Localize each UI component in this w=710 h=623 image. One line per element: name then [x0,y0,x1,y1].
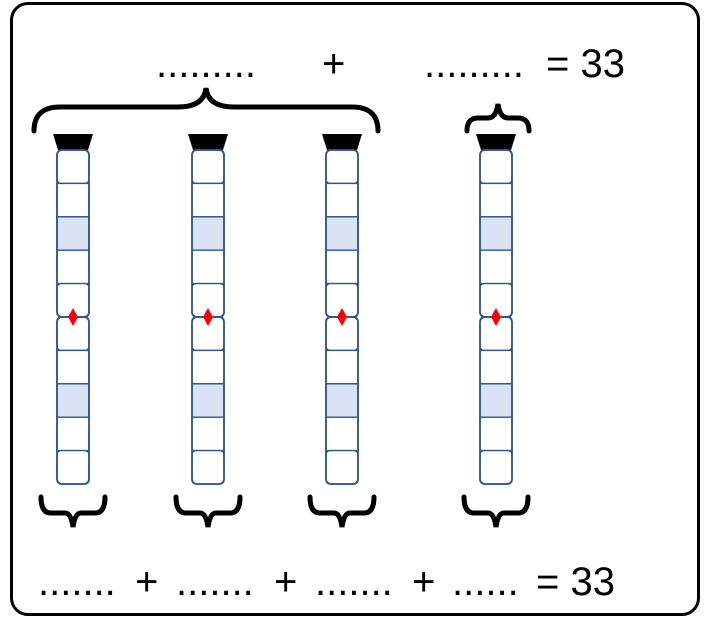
rod-cap [476,134,516,150]
rod-segment [479,249,513,285]
rod-2 [188,134,228,485]
bottom-blank-2: ....... [176,560,254,604]
rod-segment [325,449,359,485]
rod-segment [191,349,225,385]
top-blank-2: ......... [424,42,525,86]
red-diamond-marker [68,308,78,326]
bottom-brace-1 [38,494,108,528]
rod-segment [325,383,359,418]
rod-segment [191,182,225,218]
rod-segment [479,383,513,418]
red-diamond-marker [337,308,347,326]
rod-4 [476,134,516,485]
rod-segment [191,449,225,485]
rod-cap [322,134,362,150]
top-brace-group-of-three [31,87,381,134]
top-blank-1: ......... [156,42,257,86]
rod-1 [53,134,93,485]
rod-segment [479,449,513,485]
rod-cap [188,134,228,150]
bottom-blank-3: ....... [315,560,393,604]
rod-segment [56,416,90,452]
rod-segment [56,449,90,485]
rod-3 [322,134,362,485]
rod-segment [56,249,90,285]
rod-segment [479,149,513,185]
rod-segment [56,383,90,418]
rod-segment [479,182,513,218]
bottom-brace-2 [173,494,243,528]
rod-segment [191,383,225,418]
rod-segment [191,216,225,251]
rod-segment [479,216,513,251]
rod-segment [56,182,90,218]
top-brace-single [464,103,532,134]
rod-segment [479,416,513,452]
rod-segment [325,216,359,251]
bottom-plus-3: + [412,560,436,604]
red-diamond-marker [491,308,501,326]
rod-segment [56,149,90,185]
rod-cap [53,134,93,150]
bottom-plus-1: + [135,560,159,604]
rod-segment [325,149,359,185]
bottom-plus-2: + [274,560,298,604]
rod-segment [191,249,225,285]
top-equals-total: = 33 [546,42,625,86]
rod-segment [191,149,225,185]
rod-segment [325,182,359,218]
bottom-blank-1: ....... [38,560,116,604]
bottom-brace-3 [307,494,377,528]
bottom-brace-4 [461,494,531,528]
rod-segment [56,216,90,251]
rod-segment [56,349,90,385]
rod-segment [325,249,359,285]
bottom-equals-total: = 33 [536,560,615,604]
rod-segment [191,416,225,452]
rod-segment [325,416,359,452]
top-plus-sign: + [322,42,346,86]
rod-segment [479,349,513,385]
rod-segment [325,349,359,385]
red-diamond-marker [203,308,213,326]
bottom-blank-4: ...... [452,560,519,604]
